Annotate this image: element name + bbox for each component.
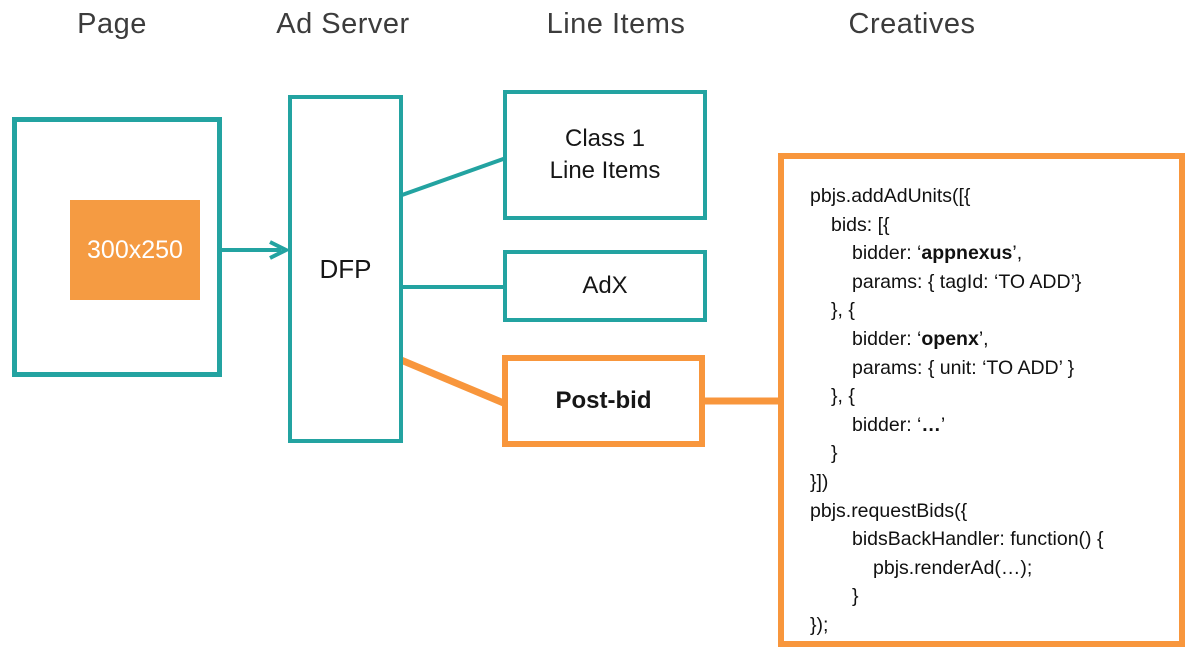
code-line: bidder: ‘…’ — [852, 413, 946, 436]
code-line: pbjs.addAdUnits([{ — [810, 185, 971, 207]
page-box: 300x250 — [12, 117, 222, 377]
postbid-box: Post-bid — [502, 355, 705, 447]
column-header-ad-server: Ad Server — [276, 8, 410, 40]
code-line: pbjs.requestBids({ — [810, 499, 968, 522]
arrow-adslot-to-dfp-head — [269, 240, 291, 260]
adx-box: AdX — [503, 250, 707, 322]
code-line: }, { — [831, 299, 855, 322]
code-lines: pbjs.addAdUnits([{ bids: [{ bidder: ‘appne… — [810, 182, 1169, 640]
class1-line-items-box: Class 1 Line Items — [503, 90, 707, 220]
connector-dfp-to-postbid — [399, 356, 508, 408]
code-line: }, { — [831, 385, 855, 408]
code-line: bidder: ‘appnexus’, — [852, 242, 1023, 265]
column-header-creatives: Creatives — [848, 8, 976, 40]
code-line: bids: [{ — [831, 213, 890, 236]
column-header-line-items: Line Items — [546, 8, 686, 40]
code-line: pbjs.renderAd(…); — [873, 556, 1033, 579]
code-line: }); — [810, 613, 829, 636]
code-line: }]) — [810, 470, 829, 493]
ad-slot-300x250: 300x250 — [70, 200, 200, 300]
class1-line1: Class 1 — [564, 125, 646, 152]
code-line: bidsBackHandler: function() { — [852, 528, 1104, 551]
code-line: params: { unit: ‘TO ADD’ } — [852, 356, 1075, 379]
code-line: params: { tagId: ‘TO ADD’} — [852, 270, 1082, 293]
code-line: } — [831, 442, 838, 465]
column-header-page: Page — [77, 8, 147, 40]
code-line: } — [852, 585, 859, 608]
dfp-box: DFP — [288, 95, 403, 443]
connector-dfp-to-class1 — [401, 156, 507, 197]
code-line: bidder: ‘openx’, — [852, 327, 989, 350]
class1-line2: Line Items — [549, 157, 661, 184]
creatives-code-box: pbjs.addAdUnits([{ bids: [{ bidder: ‘appne… — [778, 153, 1185, 647]
